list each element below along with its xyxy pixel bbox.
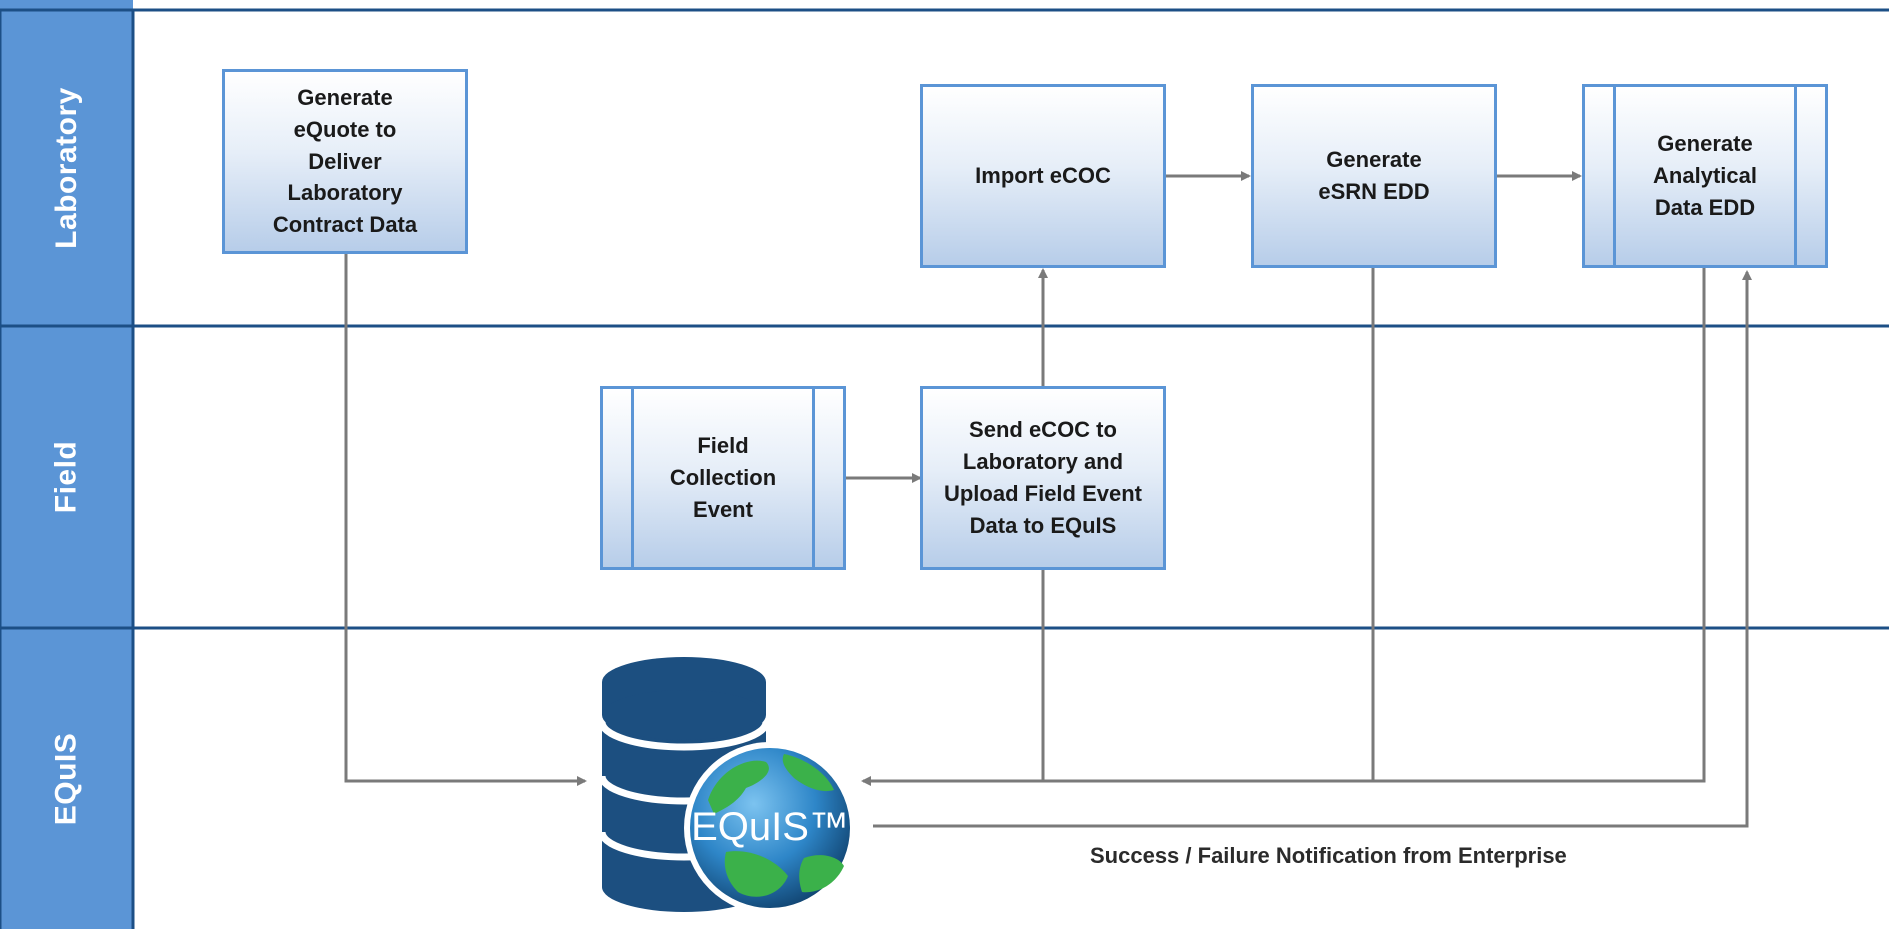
node-text-line: Import eCOC bbox=[975, 163, 1111, 189]
node-generate-esrn-edd[interactable]: Generate eSRN EDD bbox=[1251, 84, 1497, 268]
node-text-line: Data EDD bbox=[1654, 194, 1756, 220]
node-text-line: Field bbox=[697, 433, 749, 459]
node-text-line: Generate bbox=[1326, 147, 1422, 173]
notification-label: Success / Failure Notification from Ente… bbox=[1090, 843, 1567, 868]
node-text-line: Contract Data bbox=[272, 212, 418, 238]
node-field-collection-event[interactable]: Field Collection Event bbox=[600, 386, 846, 570]
subprocess-bar-right bbox=[1794, 87, 1797, 265]
node-text-line: Event bbox=[693, 496, 753, 522]
globe-icon: EQuIS™ bbox=[684, 742, 856, 914]
node-text-line: Analytical bbox=[1653, 163, 1757, 189]
node-text-line: Generate bbox=[1657, 131, 1753, 157]
arrow-notification-to-analytical bbox=[873, 270, 1752, 828]
node-text-line: Generate eQuote to bbox=[293, 84, 397, 142]
node-send-ecoc[interactable]: Send eCOC to Laboratory and Upload Field… bbox=[920, 386, 1166, 570]
node-generate-analytical-edd[interactable]: Generate Analytical Data EDD bbox=[1582, 84, 1828, 268]
node-text-line: Data to EQuIS bbox=[969, 512, 1117, 538]
node-text-line: Upload Field Event bbox=[943, 481, 1143, 506]
equis-database-icon: EQuIS™ bbox=[598, 657, 856, 914]
equis-logo-text: EQuIS™ bbox=[691, 805, 849, 849]
node-text-line: Send eCOC to bbox=[969, 417, 1117, 443]
subprocess-bar-right bbox=[812, 389, 815, 567]
subprocess-bar-left bbox=[1613, 87, 1616, 265]
lane-header-column bbox=[0, 0, 133, 929]
subprocess-bar-left bbox=[631, 389, 634, 567]
node-import-ecoc[interactable]: Import eCOC bbox=[920, 84, 1166, 268]
node-text-line: Laboratory and bbox=[962, 449, 1124, 475]
arrow-results-to-database bbox=[861, 268, 1706, 786]
arrow-equote-to-database bbox=[344, 254, 587, 786]
node-text-line: eSRN EDD bbox=[1318, 179, 1430, 204]
node-generate-equote[interactable]: Generate eQuote to Deliver Laboratory Co… bbox=[222, 69, 468, 254]
node-text-line: Collection bbox=[669, 465, 777, 491]
node-text-line: Deliver Laboratory bbox=[287, 148, 403, 206]
